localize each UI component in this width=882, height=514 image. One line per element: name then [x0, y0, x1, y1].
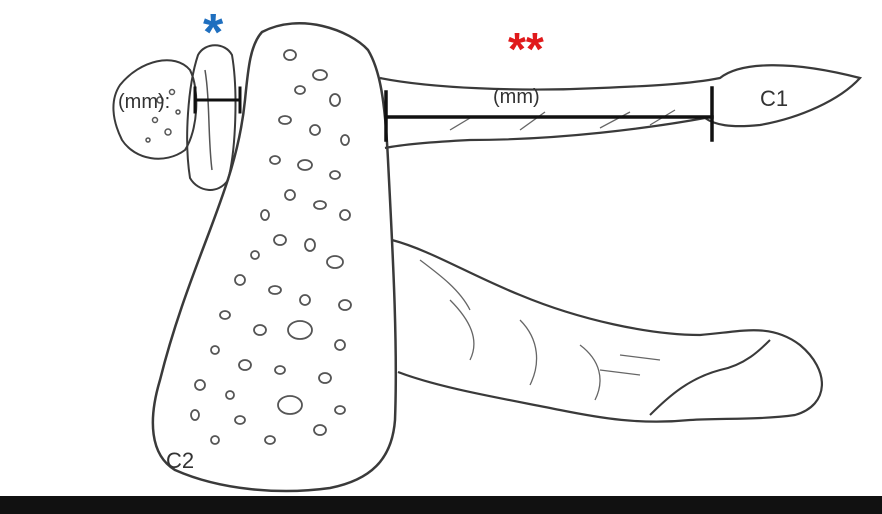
single-asterisk-marker: *: [203, 4, 224, 62]
c2-trabecular-texture: [191, 50, 351, 444]
right-measure-label: (mm): [493, 86, 540, 108]
dens-inner-line: [205, 70, 212, 170]
c1-label: C1: [760, 86, 788, 111]
spinous-tip-outline: [650, 340, 770, 415]
c2-label: C2: [166, 448, 194, 473]
spinous-hatching: [420, 260, 660, 400]
c2-spinous-process-outline: [392, 240, 822, 422]
left-measure-label: (mm):: [118, 91, 170, 113]
bottom-border-band: [0, 496, 882, 514]
double-asterisk-marker: **: [508, 23, 544, 75]
left-measurement-bar: [195, 88, 240, 112]
right-measurement-bar: [386, 88, 712, 140]
